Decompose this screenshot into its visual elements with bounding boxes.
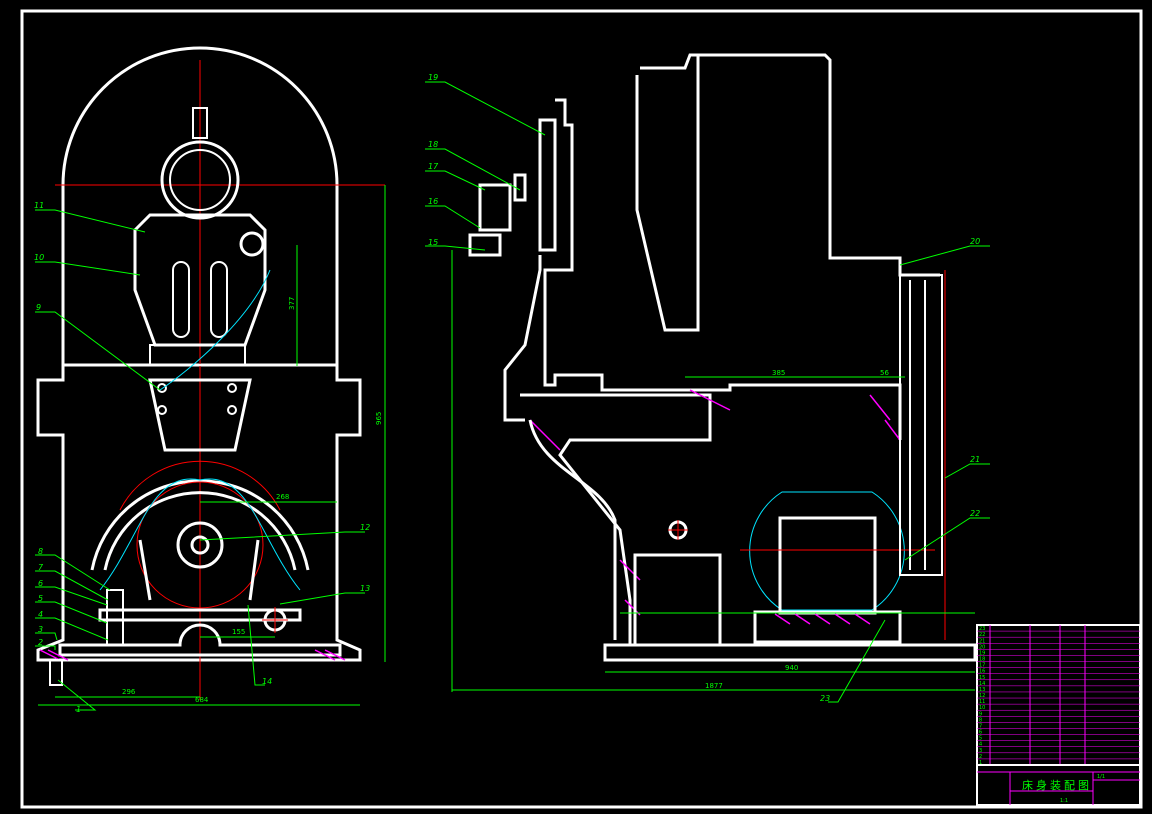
part-label-19: 19 — [428, 73, 438, 82]
parts-list-row: 21 — [979, 638, 985, 644]
part-label-21: 21 — [970, 455, 980, 464]
drawing-title: 床身装配图 — [1022, 778, 1092, 792]
dim-overall-width: 684 — [195, 696, 209, 704]
parts-list-row: 17 — [979, 663, 985, 669]
parts-list-row: 19 — [979, 650, 985, 656]
part-label-2: 2 — [38, 638, 43, 647]
part-label-22: 22 — [970, 509, 980, 518]
parts-list-row: 23 — [979, 626, 985, 632]
parts-list-row: 6 — [979, 730, 982, 736]
part-label-15: 15 — [428, 238, 438, 247]
head-block — [133, 213, 267, 347]
part-label-1: 1 — [76, 705, 81, 714]
parts-list-row: 5 — [979, 736, 982, 742]
drawing-border — [20, 9, 1143, 809]
parts-list-row: 7 — [979, 723, 982, 729]
parts-list-row: 12 — [979, 693, 985, 699]
parts-list-row: 10 — [979, 705, 985, 711]
dim-base: 940 — [785, 664, 798, 672]
motor-outline — [749, 491, 905, 611]
base — [603, 643, 977, 662]
side-view: 385 56 940 1877 19 18 17 16 15 20 21 22 … — [425, 53, 990, 703]
upper-frame — [640, 53, 940, 277]
dim-top-offset: 56 — [880, 369, 889, 377]
part-label-16: 16 — [428, 197, 438, 206]
part-label-13: 13 — [360, 584, 370, 593]
belt-guard — [899, 274, 943, 576]
parts-list-row: 22 — [979, 632, 985, 638]
part-label-5: 5 — [38, 594, 43, 603]
parts-list-row: 20 — [979, 644, 985, 650]
parts-list-row: 4 — [979, 742, 982, 748]
part-label-3: 3 — [38, 625, 43, 634]
flywheel — [136, 481, 264, 609]
part-label-17: 17 — [428, 162, 439, 171]
dim-offset: 296 — [122, 688, 136, 696]
part-label-4: 4 — [38, 610, 43, 619]
title-block: 床身装配图 1/1 1:1 — [976, 764, 1141, 806]
part-label-18: 18 — [428, 140, 438, 149]
wheel-guard — [90, 479, 310, 571]
arch-frame — [61, 46, 339, 365]
dim-height: 965 — [375, 412, 383, 425]
dim-upper: 377 — [288, 297, 296, 310]
dim-shaft-bolt: 155 — [232, 628, 245, 636]
part-label-23: 23 — [820, 694, 830, 703]
sheet-number: 1/1 — [1097, 774, 1105, 780]
parts-list-row: 11 — [979, 699, 985, 705]
part-label-6: 6 — [38, 579, 43, 588]
part-label-14: 14 — [262, 677, 272, 686]
parts-list-row: 3 — [979, 748, 982, 754]
column — [148, 378, 252, 452]
parts-list-row: 15 — [979, 675, 985, 681]
part-label-9: 9 — [36, 303, 41, 312]
part-label-7: 7 — [38, 563, 44, 572]
parts-list-row: 13 — [979, 687, 985, 693]
parts-list-row: 9 — [979, 711, 982, 717]
part-label-20: 20 — [970, 237, 980, 246]
front-view: 684 296 155 268 965 377 11 10 9 8 7 6 5 … — [34, 46, 386, 714]
parts-list-row: 1 — [979, 760, 982, 766]
dim-top-span: 385 — [772, 369, 785, 377]
parts-list-row: 14 — [979, 681, 985, 687]
part-label-11: 11 — [34, 201, 44, 210]
spindle-housing — [160, 140, 240, 220]
parts-list-row: 2 — [979, 754, 982, 760]
part-label-10: 10 — [34, 253, 44, 262]
parts-list-row: 8 — [979, 717, 982, 723]
part-label-8: 8 — [38, 547, 43, 556]
parts-list-row: 16 — [979, 669, 985, 675]
drawing-scale: 1:1 — [1060, 798, 1068, 804]
dim-radius: 268 — [276, 493, 289, 501]
part-label-12: 12 — [360, 523, 370, 532]
dim-overall: 1877 — [705, 682, 723, 690]
parts-list-row: 18 — [979, 657, 985, 663]
